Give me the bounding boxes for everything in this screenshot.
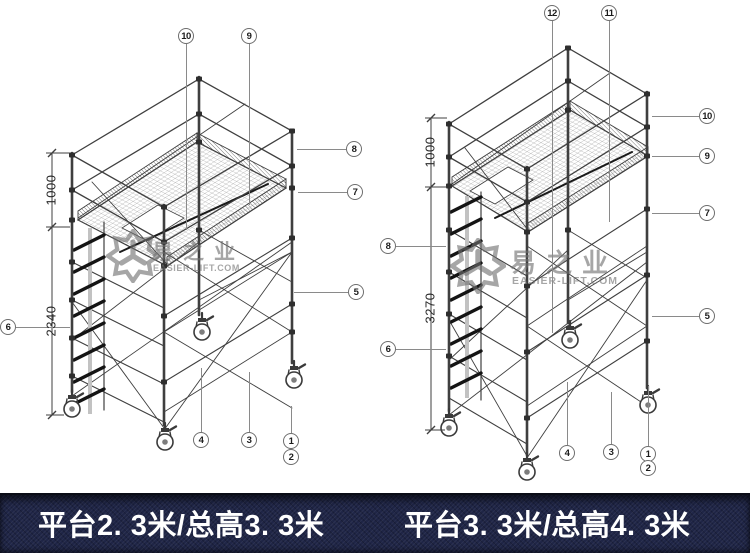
callout-leader-9 (652, 155, 699, 157)
dimension-label-1000: 1000 (43, 174, 59, 206)
watermark: 易之业 EASIER-LIFT.COM (450, 236, 620, 298)
callout-8: 8 (380, 238, 396, 254)
star-burst-icon (450, 238, 506, 294)
callout-11: 11 (601, 5, 617, 21)
callout-4: 4 (193, 432, 209, 448)
callout-6: 6 (380, 341, 396, 357)
callout-leader-3 (248, 372, 250, 432)
callout-12: 12 (544, 5, 560, 21)
callout-leader-1 (647, 386, 649, 446)
callout-leader-12 (551, 21, 553, 333)
callout-leader-4 (200, 368, 202, 432)
watermark-cn-text: 易之业 (510, 248, 619, 278)
star-burst-icon (106, 229, 160, 283)
callout-leader-7 (298, 191, 347, 193)
watermark-en-text: EASIER-LIFT.COM (153, 263, 240, 273)
callout-2: 2 (283, 449, 299, 465)
callout-10: 10 (178, 28, 194, 44)
callout-leader-6 (396, 348, 446, 350)
dimension-label-2340: 2340 (43, 305, 59, 337)
dimension-lines (46, 113, 447, 435)
watermark-en-text: EASIER-LIFT.COM (512, 275, 618, 287)
callout-8: 8 (346, 141, 362, 157)
callout-leader-5 (294, 291, 348, 293)
callout-leader-7 (652, 212, 699, 214)
callout-5: 5 (699, 308, 715, 324)
callout-leader-3 (610, 392, 612, 444)
callout-leader-6 (16, 326, 70, 328)
callout-leader-8 (396, 245, 446, 247)
callout-5: 5 (348, 284, 364, 300)
callout-leader-5 (652, 315, 699, 317)
callout-7: 7 (699, 205, 715, 221)
callout-3: 3 (603, 444, 619, 460)
callout-7: 7 (347, 184, 363, 200)
callout-leader-11 (608, 21, 610, 222)
dimension-label-3270: 3270 (422, 292, 438, 324)
callout-1: 1 (283, 433, 299, 449)
callout-leader-10 (185, 44, 187, 230)
callout-9: 9 (241, 28, 257, 44)
callout-9: 9 (699, 148, 715, 164)
caption-bar: 平台2. 3米/总高3. 3米 平台3. 3米/总高4. 3米 (0, 493, 750, 553)
callout-leader-9 (248, 44, 250, 205)
callout-6: 6 (0, 319, 16, 335)
watermark: 易之业 EASIER-LIFT.COM (100, 226, 265, 286)
callout-leader-1 (290, 406, 292, 433)
callout-leader-10 (652, 115, 699, 117)
callout-leader-8 (297, 148, 346, 150)
callout-leader-4 (566, 382, 568, 445)
callout-2: 2 (640, 460, 656, 476)
callout-4: 4 (559, 445, 575, 461)
dimension-label-1000: 1000 (422, 136, 438, 168)
caption-platform-2.3m: 平台2. 3米/总高3. 3米 (38, 510, 325, 543)
watermark-cn-text: 易之业 (152, 241, 245, 264)
callout-3: 3 (241, 432, 257, 448)
callout-10: 10 (699, 108, 715, 124)
caption-platform-3.3m: 平台3. 3米/总高4. 3米 (404, 510, 691, 543)
